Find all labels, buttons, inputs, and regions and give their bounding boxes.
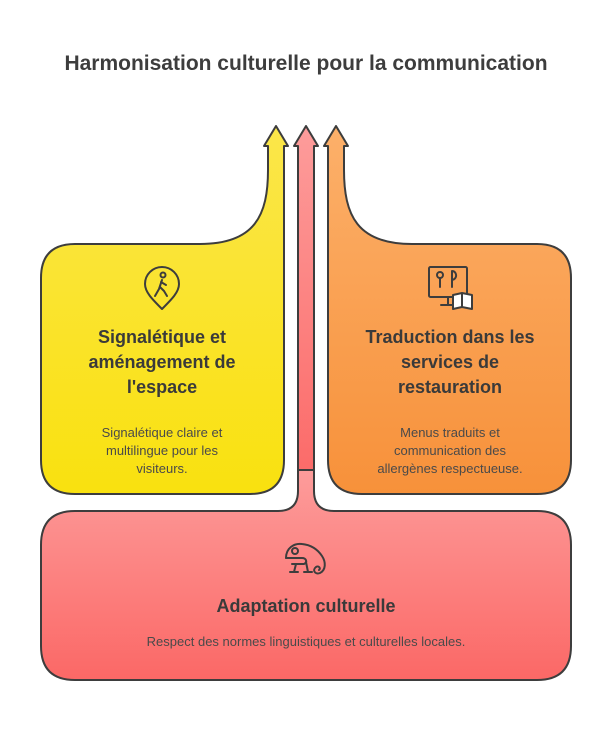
right-box-title: Traduction dans les services de restaura… <box>365 327 535 397</box>
left-box <box>40 125 289 495</box>
walking-person-pin-icon <box>144 266 180 310</box>
right-box-content: Traduction dans les services de restaura… <box>350 325 550 478</box>
bottom-box-description: Respect des normes linguistiques et cult… <box>146 634 466 649</box>
chameleon-icon <box>285 542 326 575</box>
right-box <box>323 125 572 495</box>
diagram-title: Harmonisation culturelle pour la communi… <box>64 52 548 75</box>
right-box-description: Menus traduits et communication des alle… <box>377 425 523 476</box>
bottom-box-content: Adaptation culturelle Respect des normes… <box>41 594 571 651</box>
left-box-content: Signalétique et aménagement de l'espace … <box>62 325 262 478</box>
bottom-box <box>40 469 572 681</box>
left-box-title: Signalétique et aménagement de l'espace <box>88 327 236 397</box>
menu-board-book-icon <box>428 266 473 310</box>
bottom-box-title: Adaptation culturelle <box>216 596 396 616</box>
left-box-description: Signalétique claire et multilingue pour … <box>101 425 223 476</box>
center-arrow <box>293 125 319 496</box>
